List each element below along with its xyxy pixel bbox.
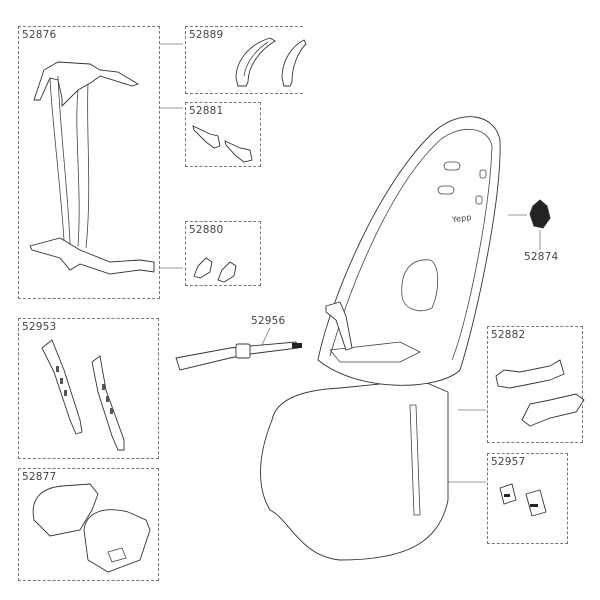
part-box-52957[interactable]: 52957 (487, 453, 568, 544)
foot-strap-drawing (175, 341, 302, 371)
part-box-52877[interactable]: 52877 (18, 468, 159, 581)
lock-parts-drawing (499, 483, 547, 517)
part-number-52956[interactable]: 52956 (251, 315, 286, 327)
part-number: 52880 (189, 224, 224, 236)
mounting-brackets-drawing (495, 359, 585, 427)
part-number: 52882 (491, 329, 526, 341)
part-number-52874[interactable]: 52874 (524, 251, 559, 263)
foot-rest-straps-drawing (41, 339, 125, 451)
strap-adjusters-drawing (193, 257, 237, 283)
buckle-tongues-drawing (192, 125, 253, 163)
part-box-52880[interactable]: 52880 (185, 221, 261, 286)
part-number: 52953 (22, 321, 57, 333)
part-box-52953[interactable]: 52953 (18, 318, 159, 459)
harness-drawing (29, 61, 155, 275)
part-box-52882[interactable]: 52882 (487, 326, 583, 443)
seat-drawing (260, 116, 501, 561)
part-number: 52881 (189, 105, 224, 117)
part-box-52881[interactable]: 52881 (185, 102, 261, 167)
part-box-52876[interactable]: 52876 (18, 26, 160, 299)
reflector-drawing (529, 199, 551, 229)
foot-rests-drawing (32, 483, 151, 573)
part-number: 52876 (22, 29, 57, 41)
part-number: 52877 (22, 471, 57, 483)
shoulder-pads-drawing (235, 37, 307, 87)
part-box-52889[interactable]: 52889 (185, 26, 303, 94)
part-number: 52889 (189, 29, 224, 41)
part-number: 52957 (491, 456, 526, 468)
